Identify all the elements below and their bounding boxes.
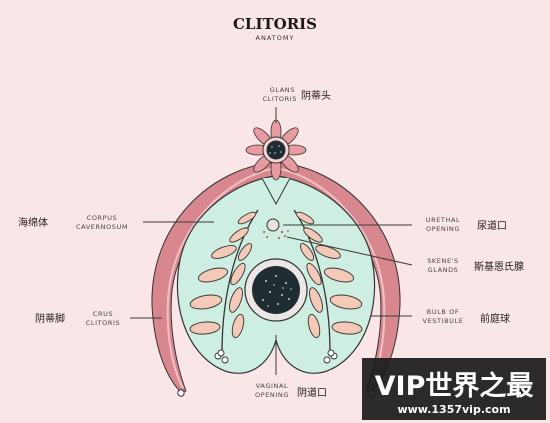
svg-text:VAGINAL: VAGINAL — [256, 382, 288, 390]
svg-text:斯基恩氏腺: 斯基恩氏腺 — [474, 260, 524, 273]
svg-text:阴道口: 阴道口 — [297, 386, 327, 399]
svg-text:阴蒂头: 阴蒂头 — [301, 90, 331, 102]
svg-text:尿道口: 尿道口 — [477, 219, 507, 232]
watermark-brand: VIP世界之最 — [375, 370, 534, 402]
svg-text:阴蒂脚: 阴蒂脚 — [35, 312, 65, 325]
watermark: VIP世界之最 www.1357vip.com — [362, 358, 546, 420]
crus-tip-left — [177, 389, 185, 397]
label-crus-clitoris: 阴蒂脚 CRUS CLITORIS — [35, 310, 120, 327]
svg-text:URETHAL: URETHAL — [426, 216, 461, 224]
svg-text:CORPUS: CORPUS — [87, 214, 118, 222]
svg-text:OPENING: OPENING — [255, 391, 289, 399]
label-vaginal-opening: VAGINAL OPENING 阴道口 — [255, 382, 327, 399]
skenes-glands-dots — [263, 230, 289, 239]
svg-text:CAVERNOSUM: CAVERNOSUM — [76, 223, 128, 231]
svg-text:CLITORIS: CLITORIS — [262, 95, 297, 103]
label-bulb-of-vestibule: BULB OF VESTIBULE 前庭球 — [423, 308, 510, 325]
svg-text:前庭球: 前庭球 — [480, 312, 510, 325]
diagram-title: CLITORIS — [233, 15, 317, 33]
svg-text:BULB OF: BULB OF — [427, 308, 459, 316]
svg-text:海绵体: 海绵体 — [18, 216, 48, 229]
watermark-url: www.1357vip.com — [397, 403, 510, 416]
flower-glans-icon — [245, 119, 307, 181]
label-glans-clitoris: GLANS CLITORIS 阴蒂头 — [262, 86, 331, 103]
vaginal-opening-icon — [244, 258, 308, 322]
diagram-subtitle: ANATOMY — [256, 34, 295, 42]
svg-text:CLITORIS: CLITORIS — [86, 319, 121, 327]
leaf-branch-icon — [293, 209, 363, 364]
svg-text:VESTIBULE: VESTIBULE — [423, 317, 464, 325]
label-urethral-opening: URETHAL OPENING 尿道口 — [426, 216, 507, 233]
leaf-branch-icon — [189, 209, 259, 364]
svg-text:OPENING: OPENING — [426, 225, 460, 233]
label-skenes-glands: SKENE'S GLANDS 斯基恩氏腺 — [427, 257, 524, 274]
label-corpus-cavernosum: 海绵体 CORPUS CAVERNOSUM — [18, 214, 128, 231]
leader-lines — [130, 107, 413, 375]
svg-text:GLANDS: GLANDS — [428, 266, 459, 274]
svg-text:CRUS: CRUS — [93, 310, 113, 318]
svg-text:GLANS: GLANS — [270, 86, 295, 94]
urethral-opening-icon — [266, 218, 280, 232]
svg-text:SKENE'S: SKENE'S — [427, 257, 459, 265]
